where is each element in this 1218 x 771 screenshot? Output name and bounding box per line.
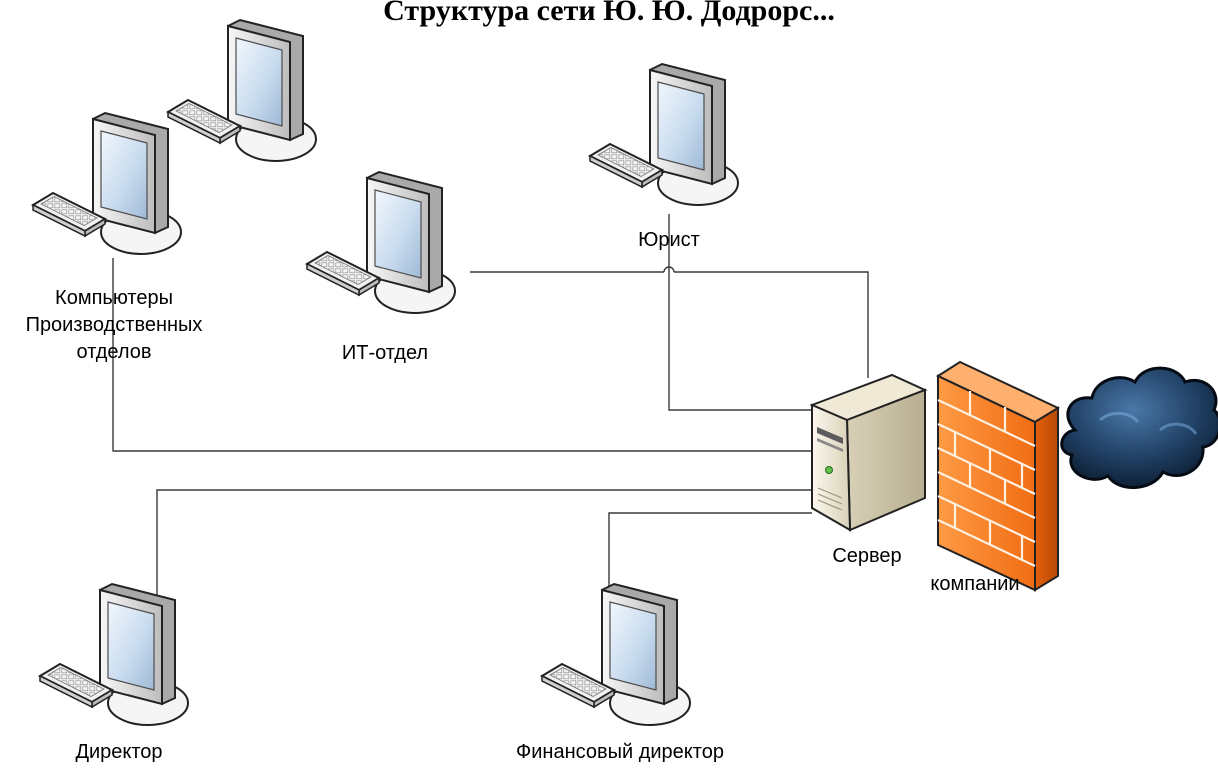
label-lawyer: Юрист: [638, 229, 700, 251]
workstation-icon-director: [39, 583, 189, 726]
label-cfo: Финансовый директор: [516, 741, 724, 763]
network-links: [112, 214, 869, 690]
firewall-brick-wall-icon: [935, 360, 1061, 592]
label-production-line3: отделов: [77, 341, 152, 363]
internet-cloud-icon: [1060, 366, 1218, 489]
label-director: Директор: [75, 741, 162, 763]
workstation-icon-it: [306, 171, 456, 314]
label-server: Сервер: [832, 545, 901, 567]
diagram-title: Структура сети Ю. Ю. Додрорс...: [383, 0, 835, 27]
workstation-icon-lawyer: [589, 63, 739, 206]
link-production-to-server: [112, 258, 812, 452]
workstation-icon-production-1: [167, 19, 317, 162]
label-it-department: ИТ-отдел: [342, 342, 428, 364]
workstation-icon-production-2: [32, 112, 182, 255]
server-tower-icon: [809, 373, 928, 532]
workstation-icon-cfo: [541, 583, 691, 726]
label-production-line1: Компьютеры: [55, 287, 173, 309]
link-lawyer-to-server: [668, 214, 812, 411]
link-director-to-server: [156, 489, 812, 603]
link-it-to-server-cont: [674, 271, 869, 378]
label-company: компании: [930, 573, 1019, 595]
label-production-line2: Производственных: [26, 314, 203, 336]
